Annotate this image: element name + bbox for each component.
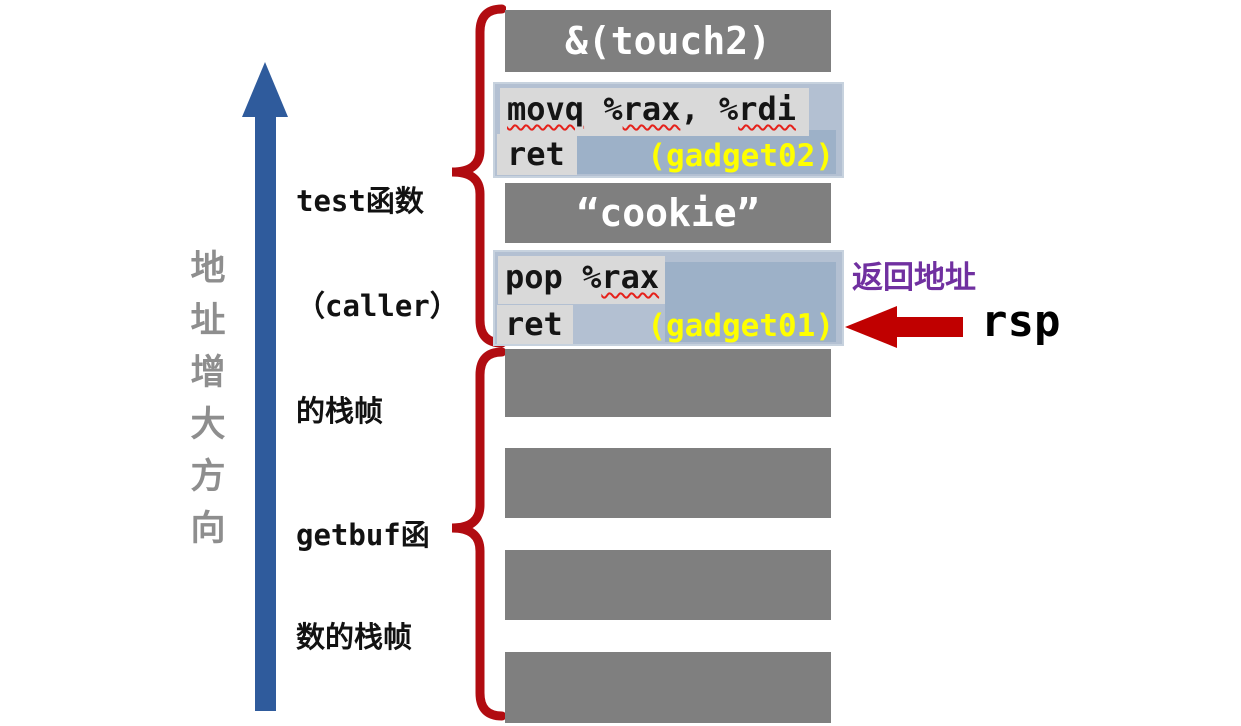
stack-slot-gadget02: movq %rax, %rdi ret (gadget02) <box>493 82 844 178</box>
stack-slot-touch2-address: &(touch2) <box>505 10 831 72</box>
test-frame-label-line3: 的栈帧 <box>296 394 384 428</box>
gadget01-line1-highlight <box>498 256 665 304</box>
return-address-label: 返回地址 <box>852 260 976 296</box>
axis-char: 增 <box>190 353 226 393</box>
rsp-arrow-shaft <box>895 317 963 337</box>
axis-char: 址 <box>190 301 226 341</box>
code-token: % <box>562 258 602 296</box>
rsp-register-label: rsp <box>981 296 1061 347</box>
stack-slot-empty <box>505 349 831 417</box>
gadget02-line1-highlight <box>500 88 809 136</box>
axis-char: 大 <box>190 405 226 445</box>
code-token: % <box>584 90 623 128</box>
cookie-text: “cookie” <box>576 191 760 235</box>
test-frame-label-line1: test函数 <box>296 184 424 218</box>
address-up-arrow-head-icon <box>242 62 288 117</box>
code-token: pop <box>505 258 563 296</box>
code-token: rax <box>601 258 660 296</box>
stack-slot-empty <box>505 550 831 620</box>
stack-slot-empty <box>505 448 831 518</box>
gadget02-instruction-line2: ret <box>507 135 565 173</box>
getbuf-frame-label-line1: getbuf函 <box>296 518 430 552</box>
axis-char: 地 <box>190 249 226 289</box>
axis-char: 向 <box>190 509 226 549</box>
gadget02-line2-highlight <box>497 134 577 175</box>
touch2-address-text: &(touch2) <box>565 19 771 63</box>
gadget01-selection-band <box>665 262 836 342</box>
gadget01-instruction-line2: ret <box>505 305 563 343</box>
gadget02-tag: (gadget02) <box>647 138 834 174</box>
test-frame-label: test函数 （caller） 的栈帧 <box>296 114 459 499</box>
gadget01-line2-highlight <box>497 305 573 344</box>
code-token: rax <box>622 90 681 128</box>
test-frame-label-line2: （caller） <box>296 289 459 323</box>
code-token: movq <box>507 90 585 128</box>
address-up-arrow-shaft <box>255 114 276 711</box>
getbuf-frame-brace <box>451 347 506 721</box>
gadget01-instruction-line1: pop %rax <box>505 259 659 295</box>
stack-slot-gadget01: pop %rax ret (gadget01) <box>493 250 844 346</box>
address-direction-label: 地 址 增 大 方 向 <box>184 252 232 547</box>
test-frame-brace <box>451 4 506 348</box>
stack-slot-cookie: “cookie” <box>505 183 831 243</box>
getbuf-frame-label: getbuf函 数的栈帧 <box>296 450 430 722</box>
code-token: , % <box>680 90 739 128</box>
gadget01-tag: (gadget01) <box>647 308 834 344</box>
stack-slot-empty <box>505 652 831 723</box>
gadget02-instruction-line1: movq %rax, %rdi <box>507 91 796 127</box>
axis-char: 方 <box>190 457 226 497</box>
code-token: rdi <box>738 90 796 128</box>
rsp-arrow-head-icon <box>845 306 897 348</box>
getbuf-frame-label-line2: 数的栈帧 <box>296 620 413 654</box>
